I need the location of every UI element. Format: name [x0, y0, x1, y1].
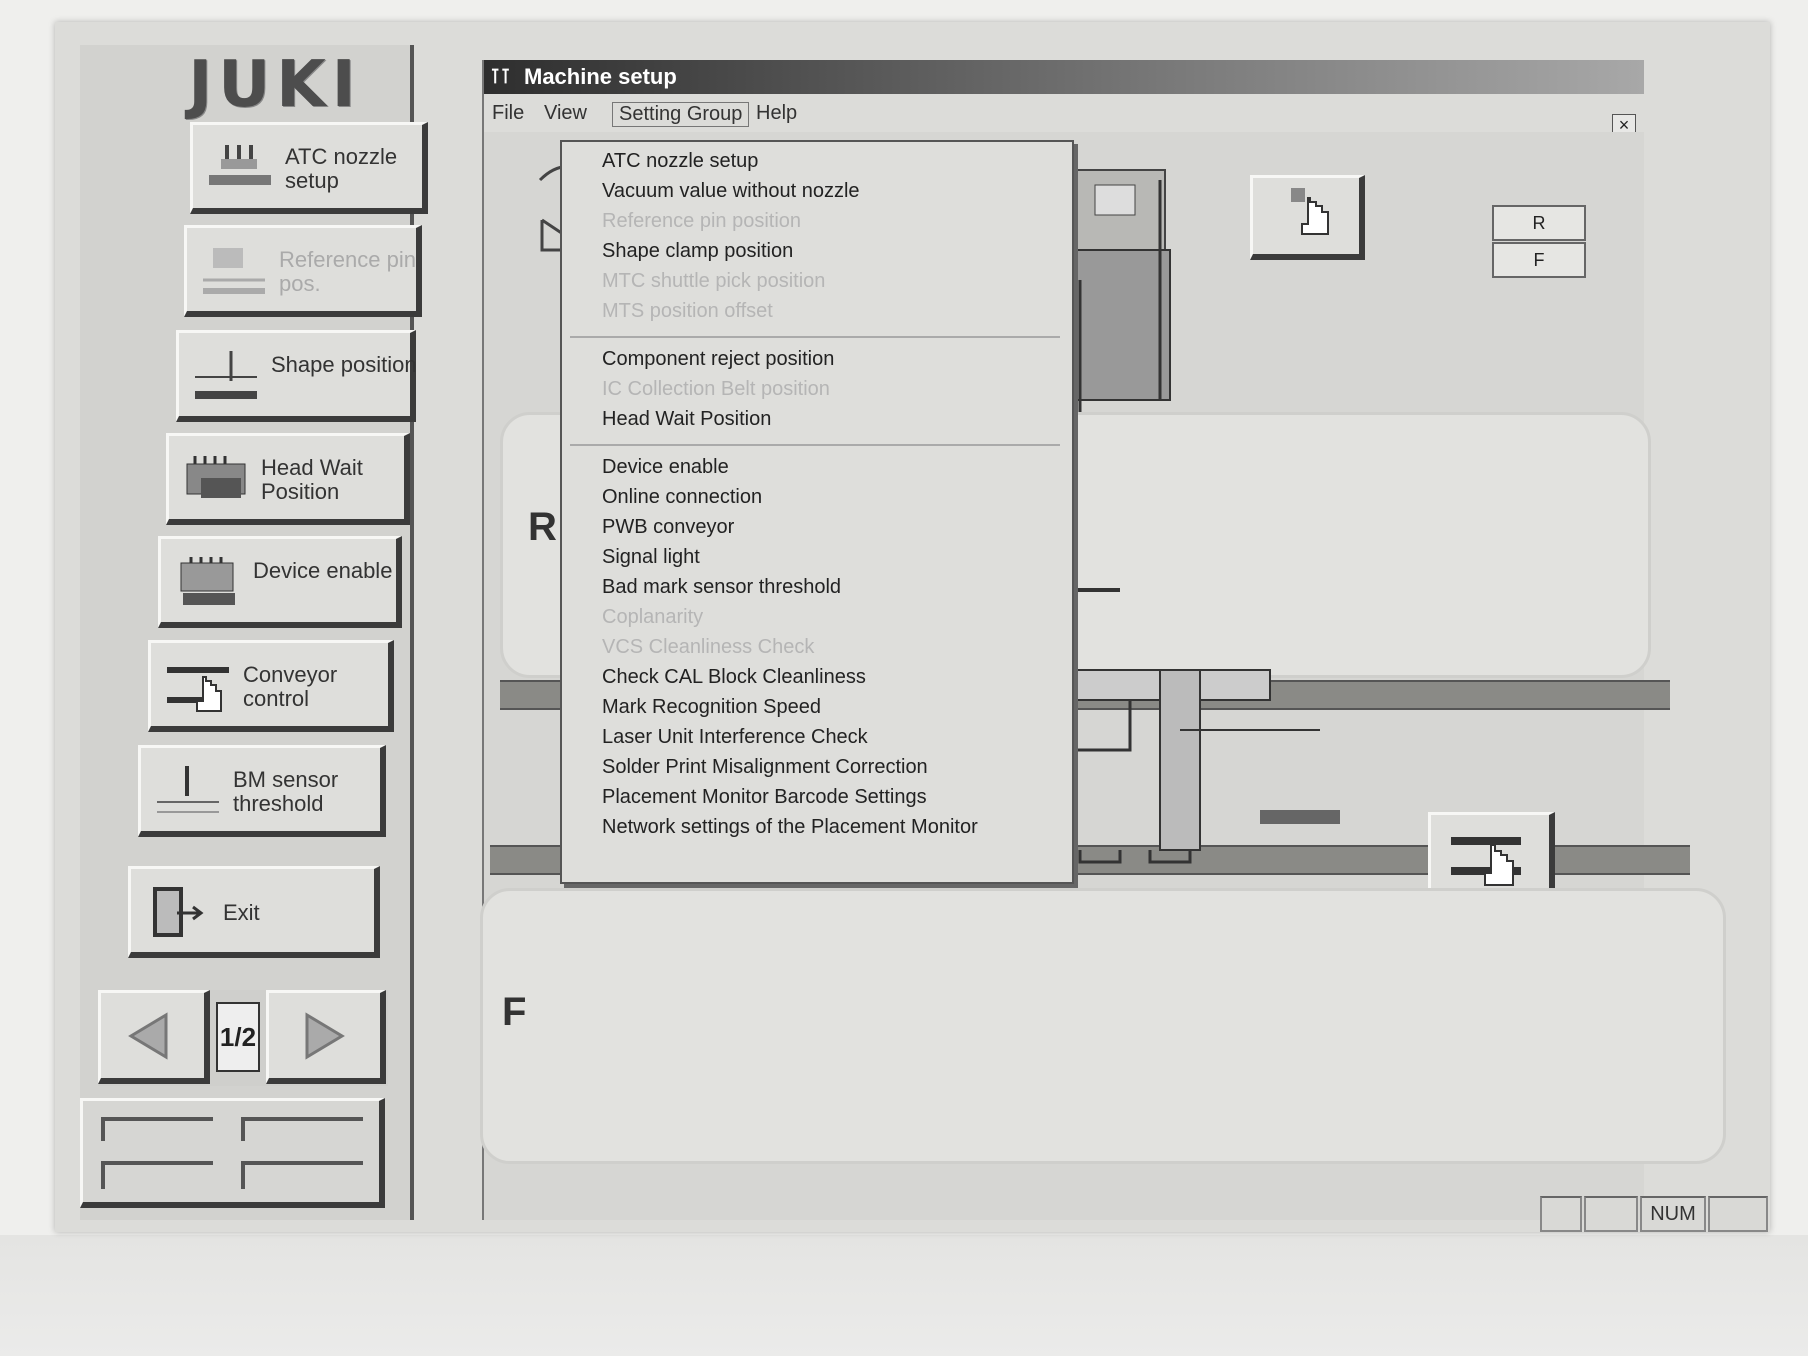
prev-page-button[interactable] [98, 990, 210, 1084]
nozzle-icon [205, 139, 275, 197]
menu-item-check-cal-block-cleanliness[interactable]: Check CAL Block Cleanliness [602, 666, 866, 688]
status-bar: NUM [1540, 1196, 1768, 1232]
menu-item-mts-position-offset: MTS position offset [602, 300, 773, 322]
page-indicator: 1/2 [216, 1002, 260, 1072]
view-f-button[interactable]: F [1492, 242, 1586, 278]
sidebar-button-label: Reference pin pos. [279, 247, 416, 296]
menu-item-vacuum-value-without-nozzle[interactable]: Vacuum value without nozzle [602, 180, 860, 202]
sidebar-button-label: Exit [223, 900, 260, 925]
bm-sensor-threshold-button[interactable]: BM sensor threshold [138, 745, 386, 837]
menu-item-vcs-cleanliness-check: VCS Cleanliness Check [602, 636, 815, 658]
menu-item-device-enable[interactable]: Device enable [602, 456, 729, 478]
menu-item-atc-nozzle-setup[interactable]: ATC nozzle setup [602, 150, 759, 172]
setup-tool-icon: ⊺⊺ [490, 66, 511, 88]
menu-item-shape-clamp-position[interactable]: Shape clamp position [602, 240, 794, 262]
exit-button[interactable]: Exit [128, 866, 380, 958]
menu-item-head-wait-position[interactable]: Head Wait Position [602, 408, 772, 430]
exit-door-icon [143, 883, 213, 941]
menu-item-solder-print-misalignment-correction[interactable]: Solder Print Misalignment Correction [602, 756, 928, 778]
next-page-button[interactable] [266, 990, 386, 1084]
menu-view[interactable]: View [544, 102, 587, 124]
view-r-button[interactable]: R [1492, 205, 1586, 241]
window-title: Machine setup [524, 64, 677, 89]
menu-item-signal-light[interactable]: Signal light [602, 546, 700, 568]
device-enable-icon [173, 553, 243, 611]
menu-item-component-reject-position[interactable]: Component reject position [602, 348, 835, 370]
sidebar-button-label: BM sensor threshold [233, 767, 339, 816]
title-bar: ⊺⊺ Machine setup [484, 60, 1644, 94]
conveyor-hand-icon [1451, 837, 1521, 886]
front-panel [480, 888, 1726, 1164]
atc-nozzle-setup-button[interactable]: ATC nozzle setup [190, 122, 428, 214]
juki-logo: JUKI [188, 48, 362, 122]
blank-button-area [80, 1098, 385, 1208]
page-nav: 1/2 [98, 990, 388, 1086]
conveyor-drawing [1060, 588, 1340, 864]
menu-item-placement-monitor-barcode-settings[interactable]: Placement Monitor Barcode Settings [602, 786, 927, 808]
machine-front-drawing [538, 165, 1171, 420]
menu-item-mark-recognition-speed[interactable]: Mark Recognition Speed [602, 696, 822, 718]
menu-setting-group[interactable]: Setting Group [612, 102, 750, 127]
menu-bar: File View Setting Group Help [484, 94, 1644, 132]
menu-file[interactable]: File [492, 102, 525, 124]
reference-pin-icon [199, 242, 269, 300]
head-wait-icon [181, 450, 251, 508]
arrow-right-icon [305, 1012, 345, 1060]
conveyor-hand-icon [163, 657, 233, 715]
status-cell-1 [1540, 1196, 1582, 1232]
sidebar-button-label: Head Wait Position [261, 455, 363, 504]
menu-item-bad-mark-sensor-threshold[interactable]: Bad mark sensor threshold [602, 576, 842, 598]
sidebar-button-label: Device enable [253, 558, 393, 583]
menu-help[interactable]: Help [756, 102, 798, 124]
shape-position-icon [191, 347, 261, 405]
menu-item-network-settings-of-the-placement-monitor[interactable]: Network settings of the Placement Monito… [602, 816, 978, 838]
status-cell-2 [1584, 1196, 1638, 1232]
photo-background [0, 1235, 1808, 1356]
menu-item-mtc-shuttle-pick-position: MTC shuttle pick position [602, 270, 826, 292]
num-lock-indicator: NUM [1640, 1196, 1706, 1232]
hand-pointer-icon [1291, 188, 1329, 235]
sidebar-button-label: Shape position [271, 352, 417, 377]
arrow-left-icon [128, 1012, 168, 1060]
conveyor-control-button[interactable]: Conveyor control [148, 640, 394, 732]
menu-item-pwb-conveyor[interactable]: PWB conveyor [602, 516, 735, 538]
menu-item-ic-collection-belt-position: IC Collection Belt position [602, 378, 830, 400]
menu-item-online-connection[interactable]: Online connection [602, 486, 763, 508]
menu-item-reference-pin-position: Reference pin position [602, 210, 802, 232]
menu-separator [570, 336, 1060, 338]
sidebar-button-label: Conveyor control [243, 662, 338, 711]
shape-position-button[interactable]: Shape position [176, 330, 417, 422]
front-label: F [502, 990, 527, 1034]
reference-pin-pos-button[interactable]: Reference pin pos. [184, 225, 422, 317]
head-wait-position-button[interactable]: Head Wait Position [166, 433, 410, 525]
device-enable-button[interactable]: Device enable [158, 536, 402, 628]
rear-label: R [528, 505, 557, 549]
menu-item-laser-unit-interference-check[interactable]: Laser Unit Interference Check [602, 726, 868, 748]
menu-separator [570, 444, 1060, 446]
bm-sensor-icon [153, 762, 223, 820]
corner-brackets-decoration [101, 1117, 363, 1189]
menu-item-coplanarity: Coplanarity [602, 606, 704, 628]
sidebar-button-label: ATC nozzle setup [285, 144, 398, 193]
machine-view-hand-button[interactable] [1250, 175, 1365, 260]
status-cell-4 [1708, 1196, 1768, 1232]
